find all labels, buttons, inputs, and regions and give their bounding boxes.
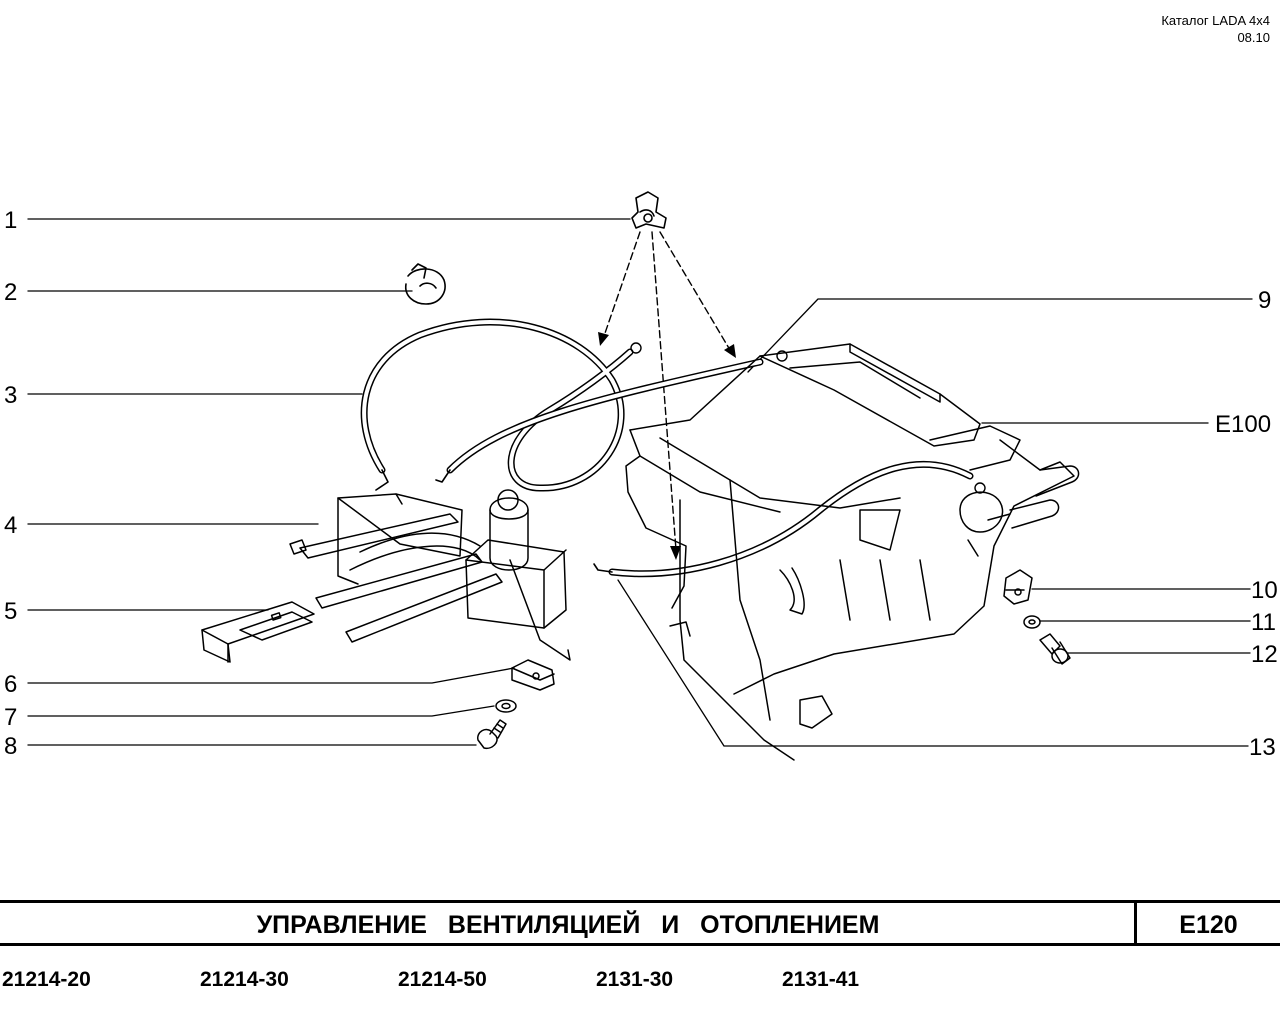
page-title: УПРАВЛЕНИЕ ВЕНТИЛЯЦИЕЙ И ОТОПЛЕНИЕМ [256, 911, 880, 939]
callout-4: 4 [4, 512, 17, 539]
cable-clip-part-1 [631, 191, 667, 229]
heater-assembly-e100 [625, 343, 1080, 761]
clamp-part-2 [404, 263, 446, 305]
catalog-header: Каталог LADA 4x4 08.10 [1161, 12, 1270, 46]
callout-10: 10 [1251, 577, 1278, 604]
callout-6: 6 [4, 671, 17, 698]
model-item: 21214-20 [2, 968, 91, 991]
parts-diagram: 1 2 3 4 5 6 7 8 9 E100 10 11 12 13 [4, 191, 1278, 761]
cable-part-3 [360, 318, 642, 492]
bolt-part-12 [1039, 633, 1071, 665]
callout-7: 7 [4, 704, 17, 731]
catalog-date: 08.10 [1237, 30, 1270, 45]
knob-part-5 [201, 601, 315, 663]
clip-part-10 [1003, 569, 1033, 605]
assembly-arrows [603, 231, 731, 551]
leader-lines [27, 218, 1253, 747]
model-item: 2131-41 [782, 968, 860, 991]
callout-e100: E100 [1215, 411, 1271, 438]
cable-part-9 [435, 350, 788, 483]
model-list: 21214-20 21214-30 21214-50 2131-30 2131-… [0, 968, 1280, 998]
arrow-heads [598, 332, 736, 560]
catalog-name: Каталог LADA 4x4 [1161, 13, 1270, 28]
model-item: 21214-50 [398, 968, 487, 991]
callout-8: 8 [4, 733, 17, 760]
washer-part-11 [1023, 615, 1041, 629]
callout-12: 12 [1251, 641, 1278, 668]
title-bar: УПРАВЛЕНИЕ ВЕНТИЛЯЦИЕЙ И ОТОПЛЕНИЕМ E120 [0, 900, 1280, 946]
callout-3: 3 [4, 382, 17, 409]
cable-part-13 [593, 460, 986, 578]
callout-1: 1 [4, 207, 17, 234]
model-item: 21214-30 [200, 968, 289, 991]
control-unit-part-4 [289, 489, 571, 661]
washer-part-7 [495, 699, 517, 713]
section-code: E120 [1179, 911, 1238, 939]
model-item: 2131-30 [596, 968, 674, 991]
callout-5: 5 [4, 598, 17, 625]
callout-labels: 1 2 3 4 5 6 7 8 9 E100 10 11 12 13 [4, 207, 1278, 761]
title-divider [1134, 903, 1137, 943]
callout-11: 11 [1251, 609, 1276, 636]
clip-part-6 [511, 659, 555, 691]
screw-part-8 [477, 719, 507, 750]
callout-2: 2 [4, 279, 17, 306]
callout-13: 13 [1249, 734, 1276, 761]
callout-9: 9 [1258, 287, 1271, 314]
